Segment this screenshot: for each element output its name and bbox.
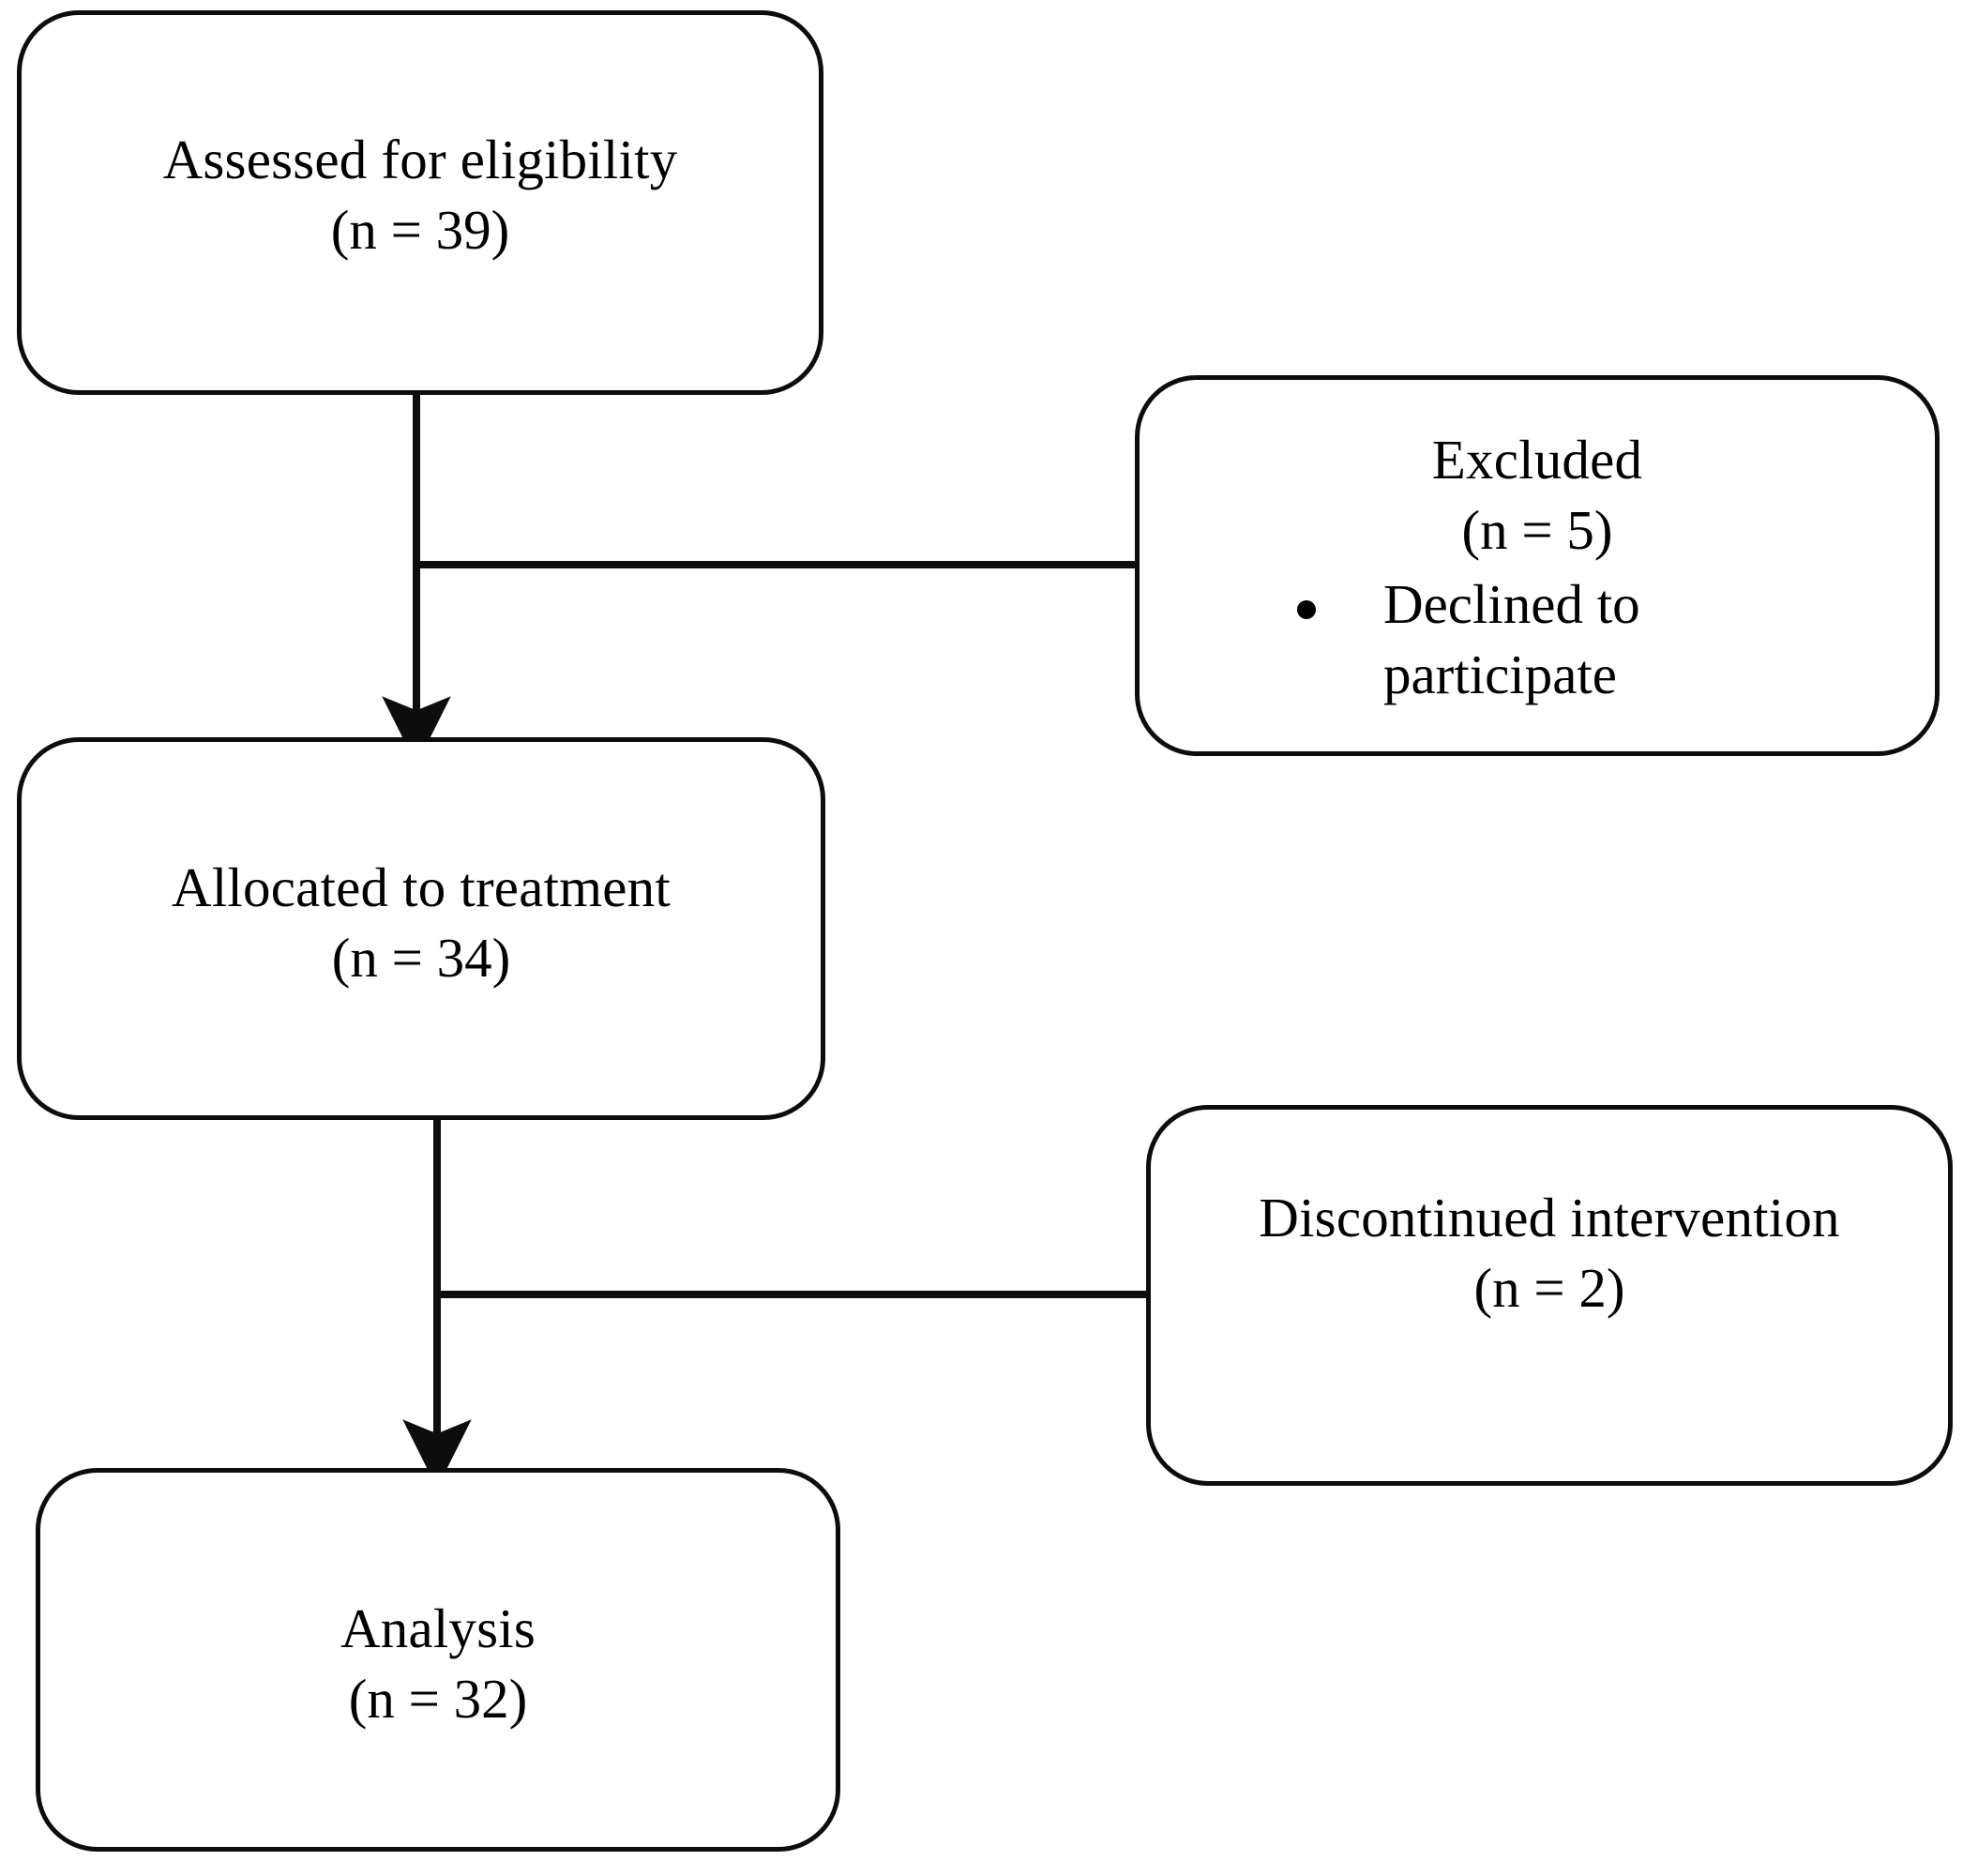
node-analysis: Analysis (n = 32) [36, 1468, 840, 1852]
node-excluded-bullet-label: Declined to participate [1383, 572, 1640, 705]
node-assessed-count: (n = 39) [330, 199, 510, 261]
node-excluded-bullet-item: Declined to participate [1140, 569, 1935, 710]
node-allocated-count: (n = 34) [331, 927, 511, 989]
node-discontinued-count: (n = 2) [1473, 1256, 1625, 1319]
node-excluded-count: (n = 5) [1461, 498, 1613, 561]
node-allocated-label: Allocated to treatment [172, 856, 671, 919]
node-assessed-for-eligibility: Assessed for eligibility (n = 39) [17, 10, 823, 395]
node-excluded-label: Excluded [1431, 429, 1643, 491]
node-allocated-to-treatment: Allocated to treatment (n = 34) [17, 737, 825, 1120]
node-excluded: Excluded (n = 5) Declined to participate [1135, 375, 1940, 756]
node-discontinued-intervention: Discontinued intervention (n = 2) [1146, 1105, 1953, 1486]
node-discontinued-label: Discontinued intervention [1259, 1187, 1840, 1248]
bullet-dot-icon [1297, 599, 1316, 619]
node-analysis-count: (n = 32) [348, 1667, 528, 1730]
node-analysis-label: Analysis [340, 1596, 536, 1659]
node-assessed-label: Assessed for eligibility [162, 129, 678, 191]
